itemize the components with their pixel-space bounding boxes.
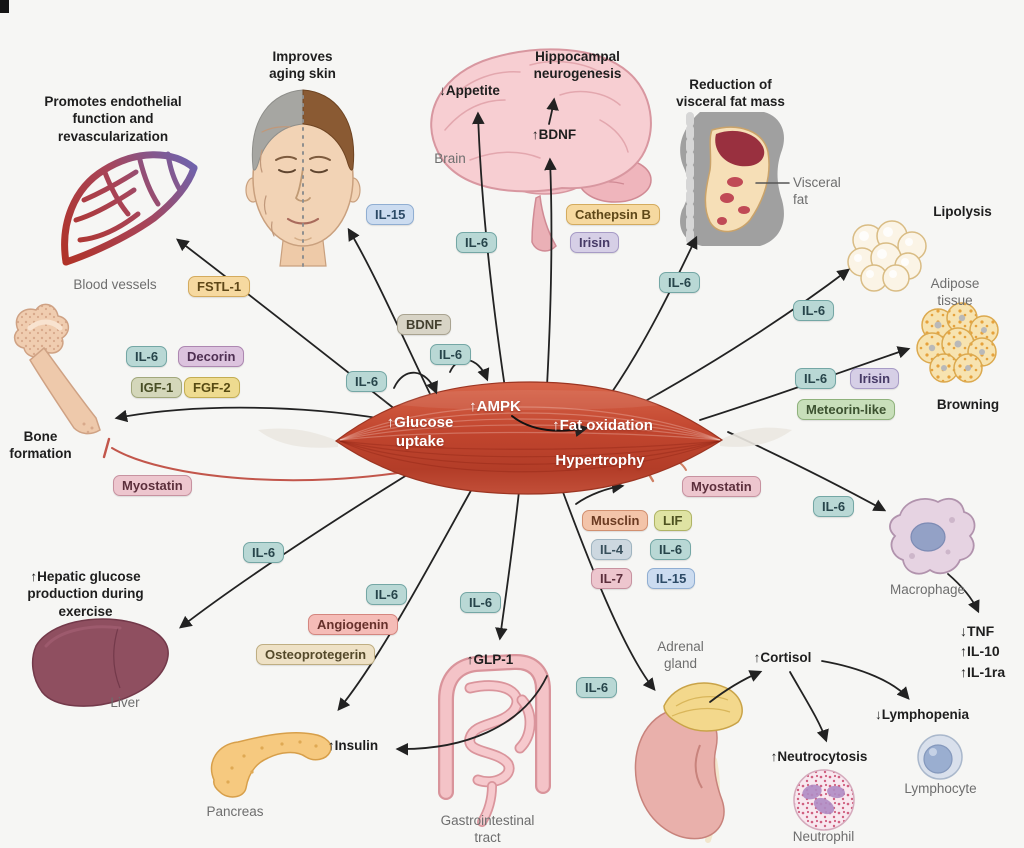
macrophage-label: Macrophage <box>889 582 966 597</box>
badge-il7: IL-7 <box>591 568 633 589</box>
lymphopenia-label: ↓Lymphopenia <box>874 707 969 722</box>
visceral-title: Reduction of visceral fat mass <box>676 77 785 110</box>
cortisol-label: ↑Cortisol <box>753 650 812 665</box>
badge-bdnf: BDNF <box>397 314 452 335</box>
badge-myostatin-muscle: Myostatin <box>682 476 761 497</box>
hepatic-title: ↑Hepatic glucose production during exerc… <box>27 569 144 619</box>
muscle-hypertrophy-label: Hypertrophy <box>555 452 645 469</box>
visceral-fat-label: Visceral fat <box>793 175 841 208</box>
brain-illustration <box>430 48 652 252</box>
badge-il6-visceral: IL-6 <box>659 272 701 293</box>
muscle-glucose-label: ↑Glucose uptake <box>386 414 454 450</box>
badge-il6-adrenal: IL-6 <box>576 677 618 698</box>
badge-fstl1: FSTL-1 <box>188 276 251 297</box>
neutrophil-label: Neutrophil <box>792 829 855 844</box>
badge-osteoprotegerin: Osteoprotegerin <box>256 644 376 665</box>
badge-igf1: IGF-1 <box>131 377 183 398</box>
badge-il6-macrophage: IL-6 <box>813 496 855 517</box>
muscle-fat-oxidation-label: ↑Fat oxidation <box>552 417 653 434</box>
bdnf-up-label: ↑BDNF <box>531 127 577 142</box>
neutrocytosis-label: ↑Neutrocytosis <box>770 749 868 764</box>
badge-irisin-brain: Irisin <box>570 232 620 253</box>
badge-il15-cluster: IL-15 <box>647 568 696 589</box>
badge-il6-gi: IL-6 <box>460 592 502 613</box>
badge-fgf2: FGF-2 <box>184 377 240 398</box>
lymphocyte-illustration <box>917 734 963 780</box>
white-adipose-illustration <box>847 220 927 292</box>
badge-il6-browning: IL-6 <box>795 368 837 389</box>
torso-illustration <box>680 112 784 248</box>
liver-label: Liver <box>110 695 140 710</box>
pancreas-illustration <box>210 731 332 798</box>
badge-il6-brain: IL-6 <box>456 232 498 253</box>
muscle-illustration <box>258 381 792 495</box>
badge-cathepsin-b: Cathepsin B <box>566 204 660 225</box>
badge-il6-autocrine2: IL-6 <box>430 344 472 365</box>
muscle-ampk-label: ↑AMPK <box>469 398 521 415</box>
neutrophil-illustration <box>793 769 855 831</box>
kidney-adrenal-illustration <box>634 682 743 843</box>
appetite-label: ↓Appetite <box>439 83 500 98</box>
bone-illustration <box>13 303 101 435</box>
badge-myostatin-bone: Myostatin <box>113 475 192 496</box>
badge-il6-cluster: IL-6 <box>650 539 692 560</box>
adipose-tissue-label: Adipose tissue <box>930 276 980 309</box>
blood-vessels-illustration <box>61 151 198 266</box>
badge-irisin-browning: Irisin <box>850 368 900 389</box>
badge-lif: LIF <box>654 510 692 531</box>
lymphocyte-label: Lymphocyte <box>904 781 977 796</box>
badge-il15-brain: IL-15 <box>366 204 415 225</box>
adrenal-gland-label: Adrenal gland <box>657 639 704 672</box>
brain-label: Brain <box>434 151 466 166</box>
cytokine-shift-label: ↓TNF ↑IL-10 ↑IL-1ra <box>960 623 1006 680</box>
browning-label: Browning <box>936 397 1000 412</box>
blood-vessels-label: Blood vessels <box>73 277 157 292</box>
face-illustration <box>245 89 361 269</box>
aging-skin-title: Improves aging skin <box>269 49 336 82</box>
bone-formation-label: Bone formation <box>9 429 72 462</box>
badge-il6-bone: IL-6 <box>126 346 168 367</box>
gi-tract-illustration <box>438 654 551 827</box>
scan-artifact <box>0 0 9 13</box>
badge-il6-lipolysis: IL-6 <box>793 300 835 321</box>
badge-meteorin-like: Meteorin-like <box>797 399 896 420</box>
hippocampal-title: Hippocampal neurogenesis <box>533 49 622 82</box>
gi-tract-label: Gastrointestinal tract <box>440 813 535 846</box>
endothelial-title: Promotes endothelial function and revasc… <box>44 94 182 144</box>
lipolysis-label: Lipolysis <box>933 204 992 219</box>
pancreas-label: Pancreas <box>206 804 264 819</box>
badge-il6-pancreas: IL-6 <box>366 584 408 605</box>
badge-il4: IL-4 <box>591 539 633 560</box>
macrophage-illustration <box>889 498 976 575</box>
badge-decorin: Decorin <box>178 346 245 367</box>
glp1-label: ↑GLP-1 <box>466 652 514 667</box>
badge-musclin: Musclin <box>582 510 649 531</box>
badge-il6-liver: IL-6 <box>243 542 285 563</box>
badge-angiogenin: Angiogenin <box>308 614 398 635</box>
liver-illustration <box>31 618 169 707</box>
badge-il6-autocrine1: IL-6 <box>346 371 388 392</box>
insulin-label: ↑Insulin <box>327 738 379 753</box>
brown-adipose-illustration <box>916 302 999 383</box>
